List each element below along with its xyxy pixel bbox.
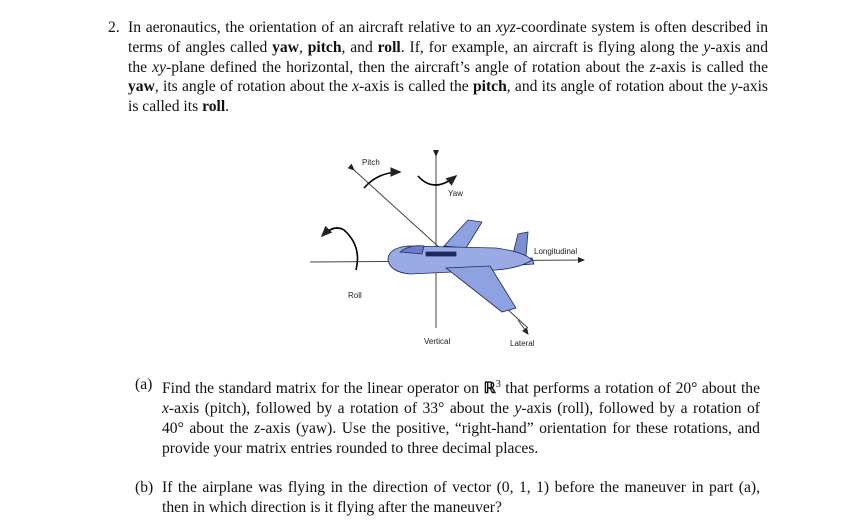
problem-statement: 2. In aeronautics, the orientation of an… [108,18,768,117]
yaw-label: Yaw [448,189,463,198]
term-yaw: yaw [272,38,299,56]
term-yaw: yaw [128,78,155,96]
lower-wing [444,265,517,313]
math-var: y [730,78,738,96]
part-a: (a) Find the standard matrix for the lin… [135,375,760,458]
text-run: , its angle of rotation about the [154,78,353,96]
math-var: z [649,58,656,76]
text-run: -axis is called its [128,78,768,116]
math-superscript: 3 [495,379,501,390]
text-run: -plane defined the horizontal, then the … [166,58,650,76]
math-var: x [352,78,360,96]
text-run: , and [341,38,378,56]
upper-wing [443,219,483,249]
term-roll: roll [377,38,401,56]
aircraft-axes-figure: Pitch Yaw Longitudinal Roll Vertical Lat… [296,148,616,358]
part-a-text: Find the standard matrix for the linear … [162,375,760,458]
roll-label: Roll [348,291,362,300]
airplane-icon [387,219,535,313]
yaw-rotation-arrow [417,174,458,186]
text-run: -axis is called the [359,78,473,96]
text-run: -coordinate system is often described in… [128,19,768,56]
text-run: -axis (pitch), followed by a rotation of… [168,399,515,417]
roll-rotation-arrow [320,225,359,271]
aircraft-diagram: Pitch Yaw Longitudinal Roll Vertical Lat… [309,150,585,348]
text-run: -axis (roll), followed by a rotation of … [162,399,760,437]
text-run: Find the standard matrix for the linear … [162,380,484,398]
lateral-label: Lateral [510,339,535,348]
math-var: xyz [495,19,516,36]
math-var: z [254,419,261,437]
text-run: . If, for example, an aircraft is flying… [400,38,704,56]
lateral-axis-end [517,319,529,335]
longitudinal-label: Longitudinal [534,247,577,256]
text-run: . [225,98,230,116]
math-var: x [162,399,169,417]
problem-text: In aeronautics, the orientation of an ai… [128,18,768,117]
math-vector: (0, 1, 1) [496,479,550,496]
fuselage [387,245,533,275]
text-run: -axis (yaw). Use the positive, “right-ha… [162,419,760,457]
pitch-rotation-arrow [363,167,402,189]
text-run: , [298,38,308,56]
text-run: before the maneuver in part (a), then in… [162,479,760,516]
term-pitch: pitch [472,78,507,96]
part-a-label: (a) [135,376,153,393]
text-run: -axis is called the [655,58,768,76]
vertical-label: Vertical [424,337,450,346]
text-run: If the airplane was flying in the direct… [162,479,497,496]
cockpit-window [398,245,425,255]
part-b-text: If the airplane was flying in the direct… [162,478,760,518]
math-var: y [703,38,711,56]
problem-number: 2. [108,19,120,36]
text-run: , and its angle of rotation about the [506,78,731,96]
math-symbol: ℝ [483,380,496,398]
text-run: In aeronautics, the orientation of an ai… [128,19,496,36]
term-roll: roll [202,98,226,116]
text-run: that performs a rotation of 20° about th… [500,380,760,398]
term-pitch: pitch [307,38,342,56]
fuselage-stripe [425,251,457,257]
text-run: -axis and the [128,38,769,76]
part-b-label: (b) [135,479,154,496]
part-b: (b) If the airplane was flying in the di… [135,478,760,518]
math-var: xy [152,58,167,76]
math-var: y [514,399,522,417]
pitch-label: Pitch [362,158,380,167]
